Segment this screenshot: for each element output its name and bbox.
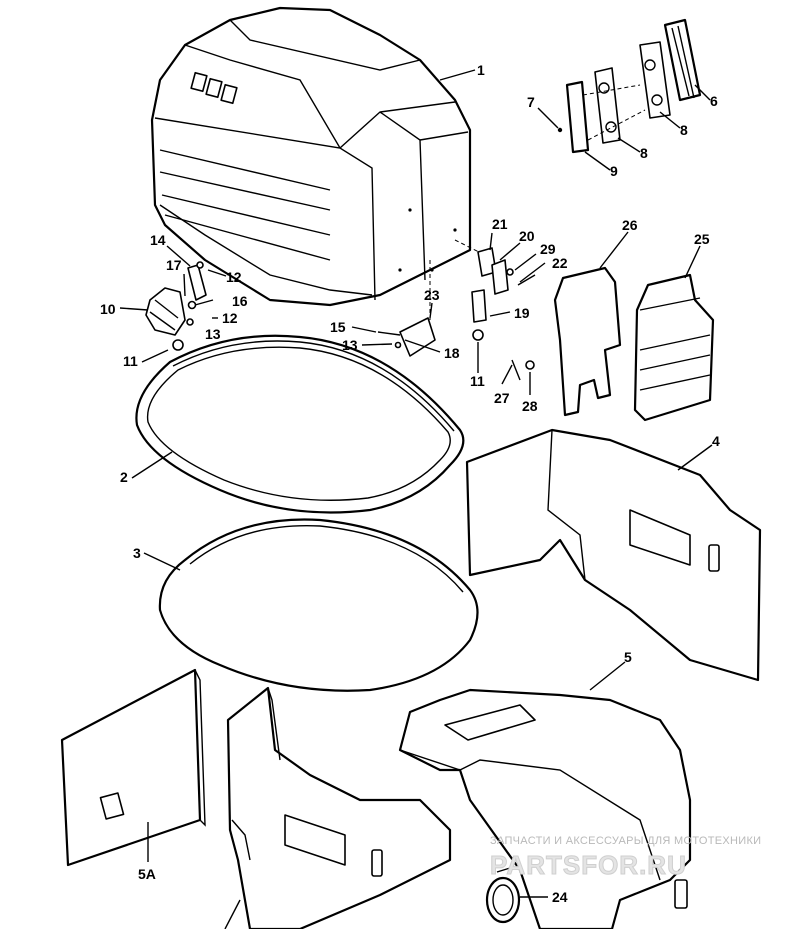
callout-18: 18 <box>444 345 460 361</box>
callout-14: 14 <box>150 232 166 248</box>
callout-13-left: 13 <box>205 326 221 342</box>
callout-3: 3 <box>133 545 141 561</box>
callout-8-lower: 8 <box>640 145 648 161</box>
watermark-logo: PARTSFOR.RU <box>490 850 687 881</box>
callout-10: 10 <box>100 301 116 317</box>
callout-12-upper: 12 <box>226 269 242 285</box>
part-9-plate <box>557 80 646 154</box>
callout-29: 29 <box>540 241 556 257</box>
fasteners-right <box>377 268 536 381</box>
part-25-vent <box>633 273 715 422</box>
callout-24: 24 <box>552 889 568 905</box>
callout-4: 4 <box>712 433 720 449</box>
callout-21: 21 <box>492 216 508 232</box>
callout-5a: 5A <box>138 866 156 882</box>
callout-28: 28 <box>522 398 538 414</box>
callout-1: 1 <box>477 62 485 78</box>
part-18-plate <box>399 317 436 357</box>
callout-8-upper: 8 <box>680 122 688 138</box>
callout-12-lower: 12 <box>222 310 238 326</box>
callout-labels: 1 2 3 4 5 5A 6 7 8 8 9 10 11 11 12 12 13… <box>100 62 720 905</box>
callout-17: 17 <box>166 257 182 273</box>
part-3-gasket <box>158 518 479 692</box>
callout-13-right: 13 <box>342 337 358 353</box>
part-26-baffle <box>553 266 622 417</box>
part-lower-side-liner <box>226 686 452 929</box>
callout-11-left: 11 <box>123 353 138 369</box>
part-10-latch <box>145 287 186 336</box>
callout-16: 16 <box>232 293 248 309</box>
part-6-grille <box>663 18 702 102</box>
callout-23: 23 <box>424 287 440 303</box>
part-8-upper-seal <box>639 41 671 119</box>
callout-20: 20 <box>519 228 535 244</box>
callout-27: 27 <box>494 390 510 406</box>
callout-2: 2 <box>120 469 128 485</box>
callout-7: 7 <box>527 94 535 110</box>
part-1-top-cowl <box>150 6 486 392</box>
part-2-seal <box>135 334 465 514</box>
part-8-lower-seal <box>594 67 621 144</box>
part-14-bracket <box>187 264 207 301</box>
callout-19: 19 <box>514 305 530 321</box>
callout-5: 5 <box>624 649 632 665</box>
callout-25: 25 <box>694 231 710 247</box>
callout-15: 15 <box>330 319 346 335</box>
callout-22: 22 <box>552 255 568 271</box>
part-5a-small-panel <box>60 668 206 867</box>
part-5-lower-liner <box>398 688 692 929</box>
watermark-caption: ЗАПЧАСТИ И АКСЕССУАРЫ ДЛЯ МОТОТЕХНИКИ <box>490 835 762 847</box>
fasteners-left <box>172 261 214 351</box>
callout-6: 6 <box>710 93 718 109</box>
part-20-21-bracket <box>477 247 509 295</box>
part-19-hinge <box>471 289 487 341</box>
callout-26: 26 <box>622 217 638 233</box>
part-24-clamp <box>485 867 521 924</box>
callout-9: 9 <box>610 163 618 179</box>
part-4-side-liner <box>465 428 762 682</box>
leader-lines <box>119 69 713 929</box>
callout-11-right: 11 <box>470 373 485 389</box>
